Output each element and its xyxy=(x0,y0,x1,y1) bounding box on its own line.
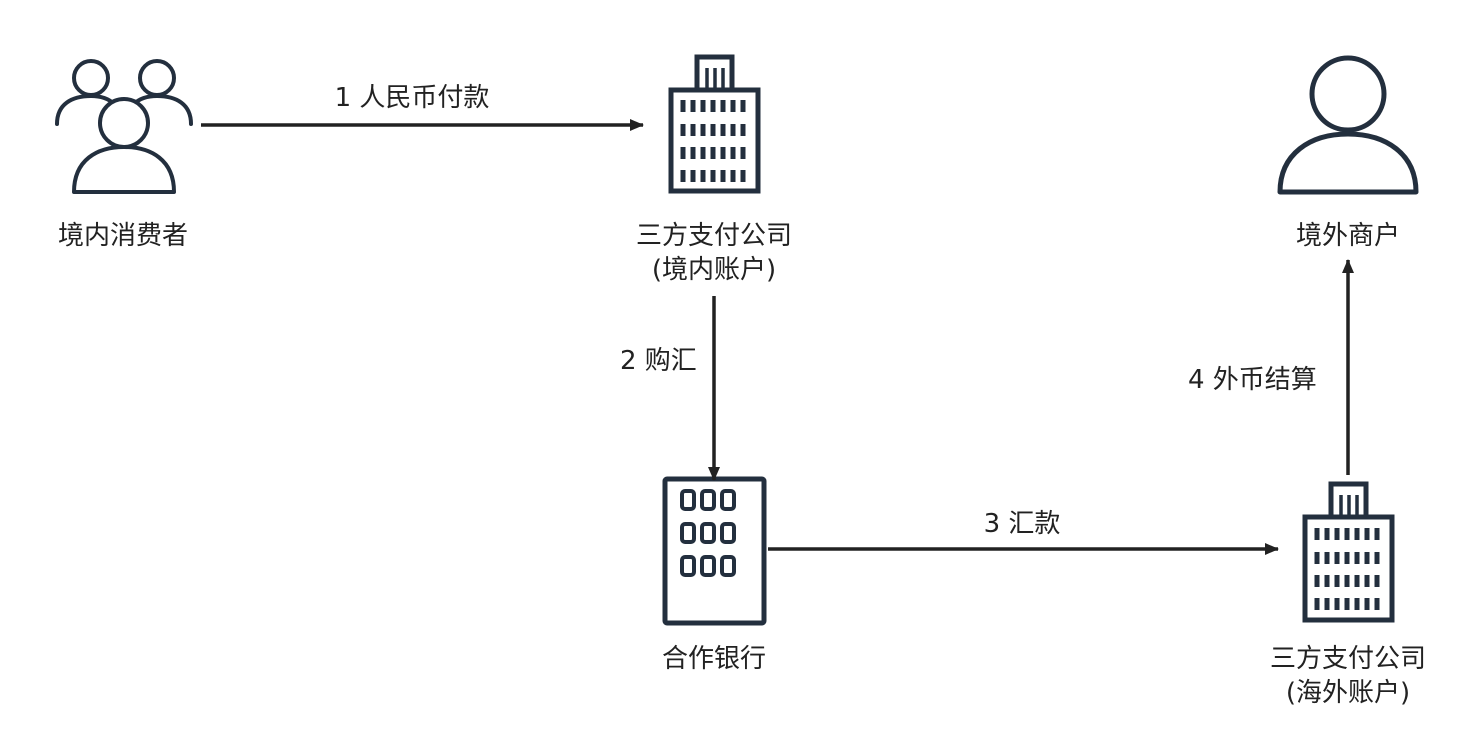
bank-building-icon xyxy=(662,476,767,626)
merchant-label: 境外商户 xyxy=(1295,221,1401,251)
office-building-icon xyxy=(1302,481,1395,623)
users-group-icon xyxy=(55,59,193,194)
user-icon xyxy=(1277,55,1419,195)
edge-2-label: 2 购汇 xyxy=(620,346,697,376)
payco-overseas-label: 三方支付公司 xyxy=(1269,644,1427,674)
payco-domestic-sublabel: (境内账户) xyxy=(651,255,777,285)
edge-3-label: 3 汇款 xyxy=(983,509,1061,539)
edge-1-label: 1 人民币付款 xyxy=(334,83,490,113)
office-building-icon xyxy=(668,54,761,194)
consumer-label: 境内消费者 xyxy=(57,221,189,251)
edge-4-label: 4 外币结算 xyxy=(1188,365,1317,395)
payco-overseas-sublabel: (海外账户) xyxy=(1285,678,1411,708)
payco-domestic-label: 三方支付公司 xyxy=(635,221,793,251)
bank-label: 合作银行 xyxy=(661,644,767,674)
